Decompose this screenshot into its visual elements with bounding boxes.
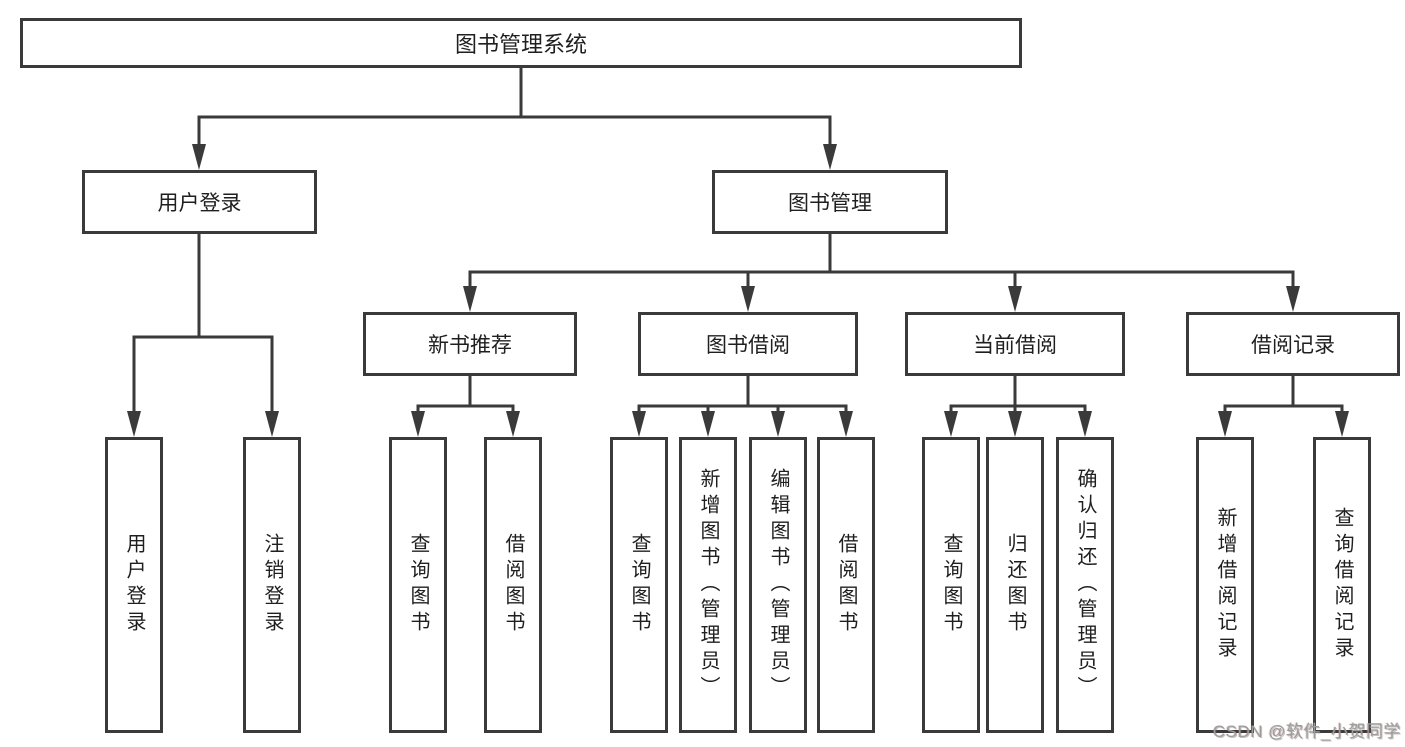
arrowhead-g3-query <box>632 411 646 437</box>
leaf-add-borrow-record: 新增借阅记录 <box>1196 437 1254 733</box>
leaf-add-borrow-record-label: 新增借阅记录 <box>1214 507 1236 663</box>
arrowhead-new-book-rec <box>463 286 477 312</box>
leaf-add-book-admin-label: 新增图书（管理员） <box>697 468 719 702</box>
arrowhead-book-borrow <box>741 286 755 312</box>
node-new-book-rec-label: 新书推荐 <box>428 334 512 357</box>
node-user-login-label: 用户登录 <box>157 192 242 215</box>
leaf-borrow-book-2: 借阅图书 <box>817 437 875 733</box>
arrowhead-g4-confirm <box>1078 411 1092 437</box>
leaf-logout-label: 注销登录 <box>261 533 283 637</box>
node-borrow-records-label: 借阅记录 <box>1251 334 1335 357</box>
connector-root-bar <box>197 115 832 150</box>
leaf-query-book-3: 查询图书 <box>922 437 980 733</box>
leaf-query-book-3-label: 查询图书 <box>940 533 962 637</box>
arrowhead-g3-edit <box>771 411 785 437</box>
node-current-borrow-label: 当前借阅 <box>973 334 1057 357</box>
leaf-add-book-admin: 新增图书（管理员） <box>679 437 737 733</box>
leaf-user-login-label: 用户登录 <box>123 533 145 637</box>
arrowhead-g3-add <box>701 411 715 437</box>
leaf-query-book-1: 查询图书 <box>389 437 447 733</box>
node-root-label: 图书管理系统 <box>454 32 587 57</box>
arrowhead-g3-borrow <box>839 411 853 437</box>
arrowhead-g5-add <box>1218 411 1232 437</box>
connector-level3-bar <box>468 270 1295 290</box>
node-book-mgmt-label: 图书管理 <box>788 192 872 215</box>
arrowhead-g2-query <box>411 411 425 437</box>
connector-group4-bar <box>949 404 1087 414</box>
leaf-borrow-book-2-label: 借阅图书 <box>835 533 857 637</box>
leaf-return-book: 归还图书 <box>986 437 1044 733</box>
leaf-edit-book-admin: 编辑图书（管理员） <box>749 437 807 733</box>
leaf-confirm-return-admin: 确认归还（管理员） <box>1056 437 1114 733</box>
arrowhead-g2-borrow <box>506 411 520 437</box>
arrowhead-current-borrow <box>1008 286 1022 312</box>
arrowhead-book-mgmt <box>823 144 837 170</box>
connector-group5-bar <box>1223 404 1344 414</box>
arrowhead-leaf-user-login <box>127 411 141 437</box>
csdn-watermark: CSDN @软件_小贺同学 <box>1212 722 1401 741</box>
node-current-borrow: 当前借阅 <box>905 312 1125 376</box>
node-user-login: 用户登录 <box>82 170 317 234</box>
node-book-borrow: 图书借阅 <box>638 312 858 376</box>
node-new-book-rec: 新书推荐 <box>363 312 577 376</box>
arrowhead-g4-query <box>944 411 958 437</box>
node-book-mgmt: 图书管理 <box>712 170 948 234</box>
arrowhead-g4-return <box>1008 411 1022 437</box>
arrowhead-borrow-records <box>1286 286 1300 312</box>
leaf-query-book-2: 查询图书 <box>610 437 668 733</box>
leaf-borrow-book-1-label: 借阅图书 <box>502 533 524 637</box>
leaf-query-borrow-record-label: 查询借阅记录 <box>1331 507 1353 663</box>
leaf-query-borrow-record: 查询借阅记录 <box>1313 437 1371 733</box>
leaf-query-book-1-label: 查询图书 <box>407 533 429 637</box>
arrowhead-leaf-logout <box>265 411 279 437</box>
connector-group3-bar <box>637 404 848 414</box>
leaf-return-book-label: 归还图书 <box>1004 533 1026 637</box>
arrowhead-g5-query <box>1335 411 1349 437</box>
connector-group2-bar <box>416 404 515 414</box>
node-borrow-records: 借阅记录 <box>1186 312 1400 376</box>
node-book-borrow-label: 图书借阅 <box>706 334 790 357</box>
connector-group1-bar <box>132 335 274 414</box>
leaf-query-book-2-label: 查询图书 <box>628 533 650 637</box>
arrowhead-user-login <box>192 144 206 170</box>
leaf-edit-book-admin-label: 编辑图书（管理员） <box>767 468 789 702</box>
leaf-borrow-book-1: 借阅图书 <box>484 437 542 733</box>
leaf-user-login: 用户登录 <box>105 437 163 733</box>
leaf-confirm-return-admin-label: 确认归还（管理员） <box>1074 468 1096 702</box>
leaf-logout: 注销登录 <box>243 437 301 733</box>
node-root: 图书管理系统 <box>20 18 1022 68</box>
